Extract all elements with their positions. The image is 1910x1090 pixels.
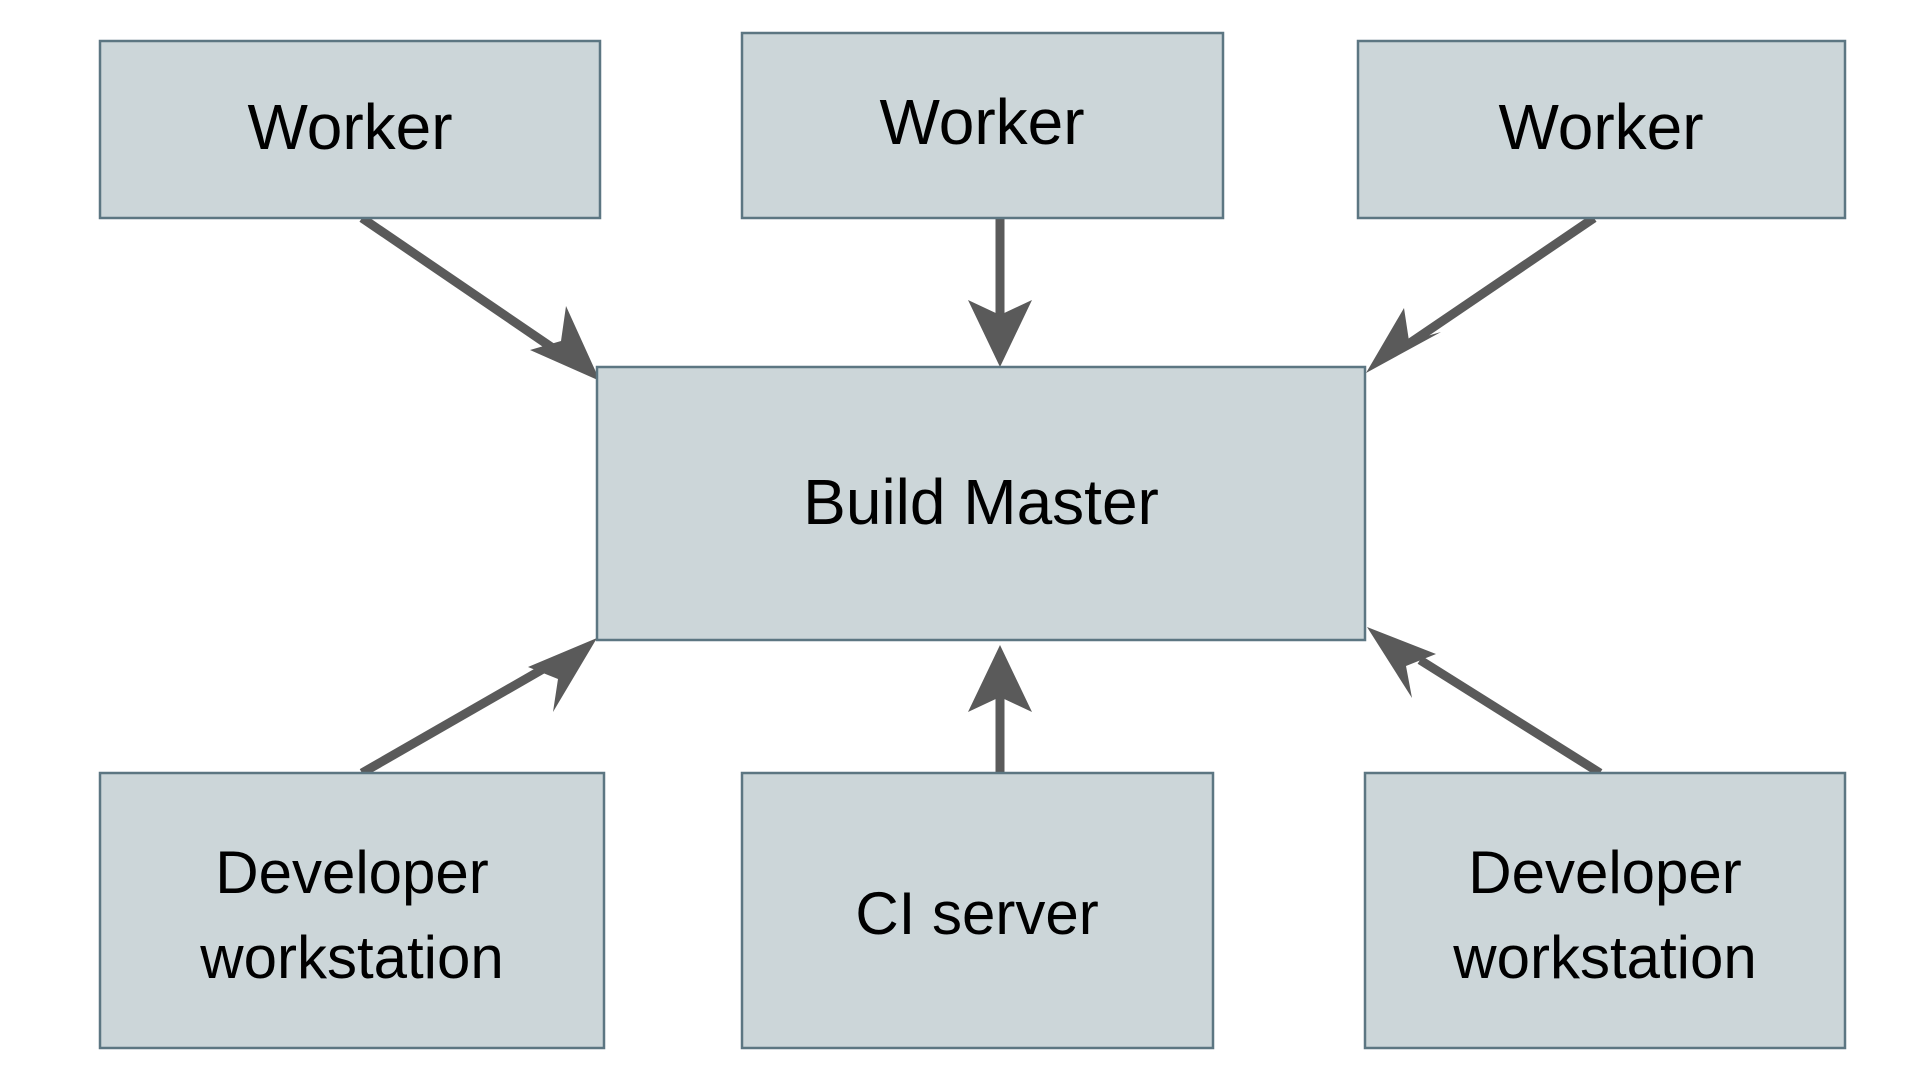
edge-worker-center-to-master-arrowhead (968, 300, 1032, 367)
node-dev-workstation-right-label-line2: workstation (1452, 924, 1756, 991)
node-build-master-label: Build Master (803, 466, 1159, 538)
edge-worker-left-to-master-arrowhead (530, 306, 600, 381)
node-worker-right[interactable]: Worker (1356, 39, 1847, 220)
node-dev-workstation-left[interactable]: Developer workstation (98, 771, 606, 1050)
edge-dev-left-to-master-arrowhead (528, 638, 597, 712)
node-dev-workstation-left-label-line1: Developer (215, 839, 489, 906)
node-worker-center[interactable]: Worker (740, 31, 1225, 220)
edge-dev-left-to-master-line (359, 661, 553, 777)
node-dev-workstation-right[interactable]: Developer workstation (1363, 771, 1847, 1050)
node-worker-left[interactable]: Worker (98, 39, 602, 220)
node-worker-center-label: Worker (879, 86, 1084, 158)
edge-dev-right-to-master (1367, 627, 1603, 777)
edge-worker-left-to-master-line (359, 214, 563, 357)
node-dev-workstation-left-box[interactable] (98, 771, 606, 1050)
node-worker-right-box[interactable] (1356, 39, 1847, 220)
edge-dev-right-to-master-line (1417, 656, 1603, 777)
node-dev-workstation-left-label-line2: workstation (199, 924, 503, 991)
edge-ci-to-master-arrowhead (968, 645, 1032, 712)
edge-worker-right-to-master (1366, 214, 1597, 373)
edge-ci-to-master (968, 645, 1032, 773)
node-build-master-box[interactable] (595, 365, 1367, 642)
edge-dev-right-to-master-arrowhead (1367, 627, 1436, 698)
node-worker-left-box[interactable] (98, 39, 602, 220)
node-ci-server[interactable]: CI server (740, 771, 1215, 1050)
node-worker-center-box[interactable] (740, 31, 1225, 220)
node-dev-workstation-right-box[interactable] (1363, 771, 1847, 1050)
node-ci-server-box[interactable] (740, 771, 1215, 1050)
node-dev-workstation-right-label-line1: Developer (1468, 839, 1742, 906)
edge-worker-left-to-master (359, 214, 600, 381)
node-build-master[interactable]: Build Master (595, 365, 1367, 642)
edge-worker-right-to-master-arrowhead (1366, 308, 1441, 373)
edge-worker-right-to-master-line (1407, 214, 1597, 347)
edge-dev-left-to-master (359, 638, 597, 777)
edge-worker-center-to-master (968, 218, 1032, 367)
node-ci-server-label: CI server (855, 880, 1098, 947)
node-worker-left-label: Worker (247, 91, 452, 163)
node-worker-right-label: Worker (1498, 91, 1703, 163)
